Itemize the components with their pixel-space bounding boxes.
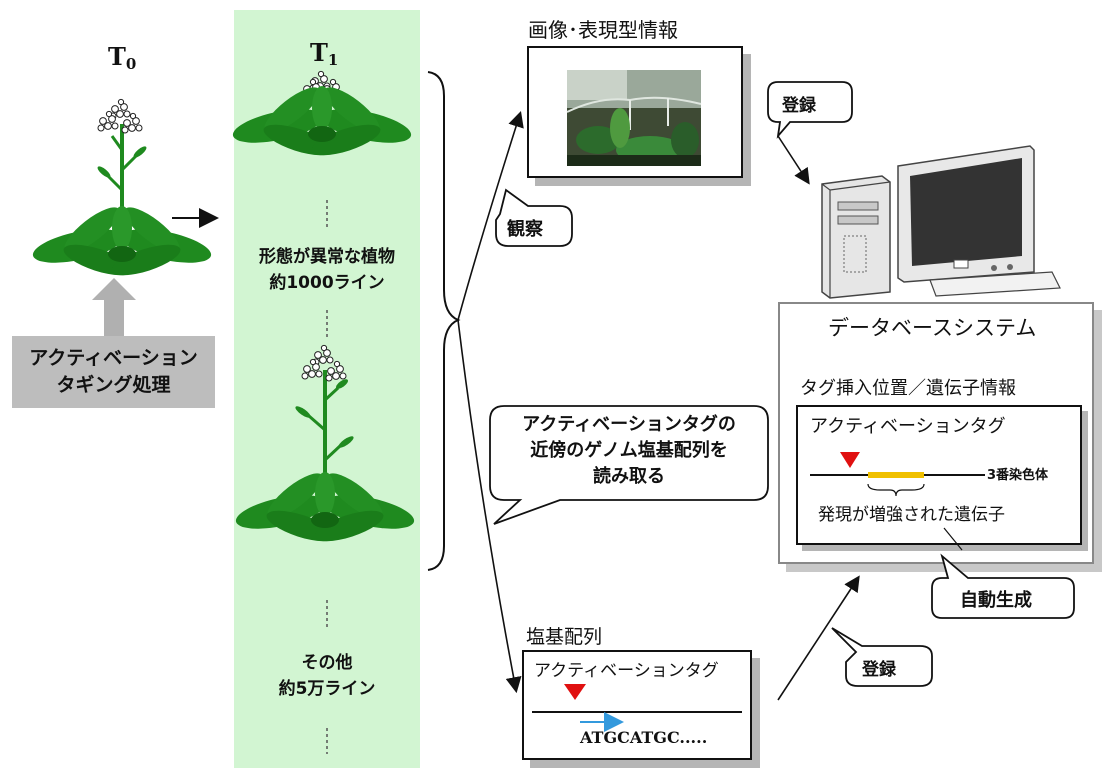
read-sequence-callout-text: アクティベーションタグの 近傍のゲノム塩基配列を 読み取る [522,414,736,487]
gray-up-arrow [92,278,136,336]
read-sequence-arrow [457,319,522,694]
register-to-computer-arrow [777,135,810,185]
observe-callout-text: 観察 [507,219,543,240]
observe-callout [495,188,573,247]
database-subtitle: タグ挿入位置／遺伝子情報 [800,378,1016,399]
sequence-text: ATGCATGC..... [580,728,708,747]
seq-panel-graphic [532,684,742,732]
gene-brace [867,483,925,497]
db-tag-label: アクティベーションタグ [810,416,1006,437]
enhanced-gene-label: 発現が増強された遺伝子 [818,505,1005,525]
t1-label: T1 [310,38,339,69]
t1-tall-plant [233,344,417,548]
db-tag-marker-icon [840,452,860,468]
other-lines-label: その他 約5万ライン [278,653,376,699]
database-title: データベースシステム [828,316,1037,340]
seq-tag-marker-icon [564,684,586,700]
read-sequence-callout [489,405,769,525]
process-line-2: タギング処理 [56,374,171,396]
sequence-to-database-arrow [777,575,860,701]
observe-arrow [457,110,524,321]
register-top-callout-text: 登録 [782,96,816,116]
t1-group-brace [427,71,461,571]
abnormal-plants-label: 形態が異常な植物 約1000ライン [259,247,395,293]
desktop-computer-icon [821,145,1061,299]
autogen-callout-text: 自動生成 [960,590,1032,611]
register-bottom-callout [831,627,933,687]
register-top-callout [767,81,853,139]
sequence-tag-label: アクティベーションタグ [534,661,719,681]
process-line-1: アクティベーション [29,347,198,369]
t0-label: T0 [108,42,137,73]
register-bottom-callout-text: 登録 [862,660,896,680]
db-chromosome-graphic [810,452,985,551]
activation-tagging-process-box: アクティベーション タギング処理 [12,336,215,408]
image-phenotype-title: 画像･表現型情報 [528,18,678,42]
t0-tall-plant [30,98,214,282]
chromosome-label: 3番染色体 [987,468,1049,483]
sequence-title: 塩基配列 [526,626,603,648]
sequence-panel [522,650,752,760]
autogen-callout [931,553,1075,619]
t1-short-plant [230,70,414,162]
plant-photo-thumbnail [566,70,702,166]
